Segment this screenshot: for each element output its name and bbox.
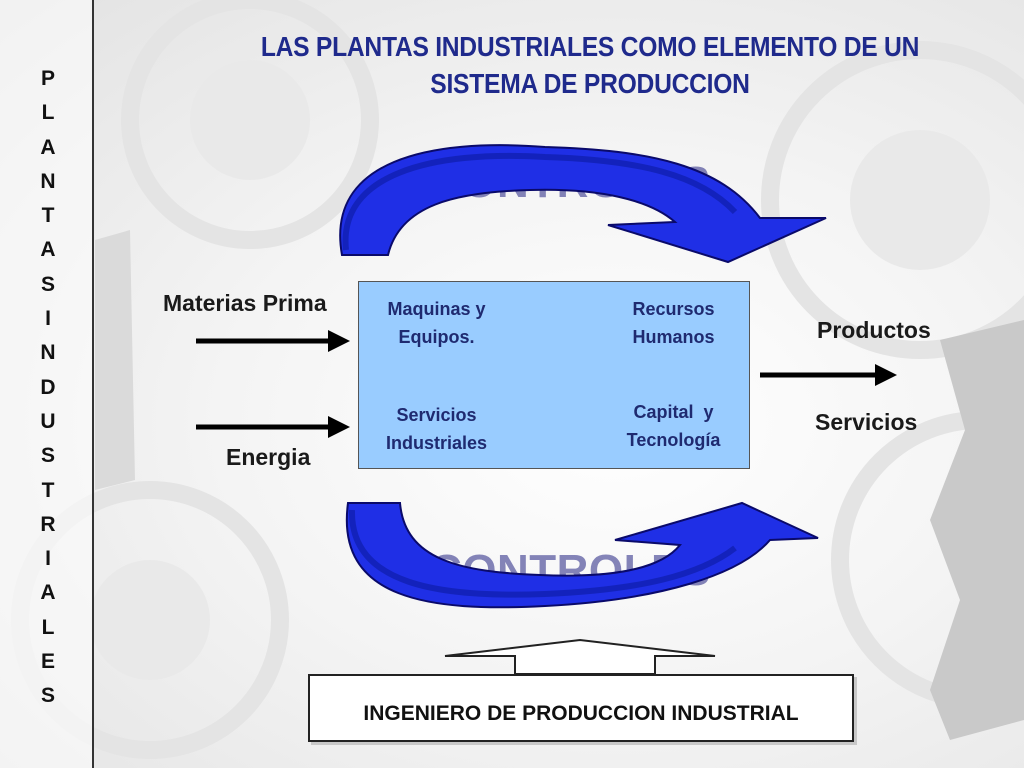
vertical-title-letter: E [40,650,55,674]
top-curved-arrow [339,144,827,264]
maquinas-equipos-cell: Maquinas y Equipos. [359,295,514,351]
vertical-title-letter: A [40,581,56,605]
maquinas-line-1: Maquinas y [387,299,486,319]
servicios-ind-line-2: Industriales [385,433,488,453]
capital-line-1: Capital y [633,402,714,422]
engineer-box: INGENIERO DE PRODUCCION INDUSTRIAL [308,674,854,742]
output-arrow [760,364,897,386]
production-system-box: Maquinas y Equipos. Recursos Humanos Ser… [358,281,750,469]
vertical-title-letter: T [41,478,55,502]
vertical-title-letter: S [40,684,55,708]
productos-label: Productos [817,317,931,343]
recursos-line-1: Recursos [632,299,715,319]
recursos-line-2: Humanos [632,327,715,347]
vertical-title-letter: D [40,375,56,399]
recursos-humanos-cell: Recursos Humanos [591,295,756,351]
maquinas-line-2: Equipos. [398,327,475,347]
vertical-title-letter: P [40,67,55,90]
title-line-2: SISTEMA DE PRODUCCION [430,68,750,99]
vertical-title-letter: S [40,444,55,468]
input-arrow-materias [196,330,350,352]
vertical-title-letter: N [40,341,56,365]
vertical-title-letter: U [40,409,56,433]
title-line-1: LAS PLANTAS INDUSTRIALES COMO ELEMENTO D… [260,31,920,62]
servicios-industriales-cell: Servicios Industriales [359,401,514,457]
left-sidebar [0,0,94,768]
input-arrow-energia [196,416,350,438]
energia-label: Energia [226,444,311,470]
servicios-label: Servicios [815,409,918,435]
vertical-title-letter: L [41,101,55,125]
vertical-title-letter: I [45,547,51,571]
vertical-title-letter: S [40,272,55,296]
vertical-title-letter: A [40,135,56,159]
vertical-title-letter: A [40,238,56,262]
vertical-title-letter: R [40,512,56,536]
engineer-label: INGENIERO DE PRODUCCION INDUSTRIAL [363,702,799,725]
vertical-title-letter: I [45,307,51,331]
engineer-connector-arrow [444,638,716,675]
servicios-ind-line-1: Servicios [396,405,477,425]
bottom-curved-arrow [345,501,819,609]
vertical-title-letter: L [41,615,55,639]
capital-tecnologia-cell: Capital y Tecnología [591,398,756,454]
materias-prima-label: Materias Prima [163,290,327,316]
capital-line-2: Tecnología [626,430,721,450]
vertical-title-letter: N [40,169,56,193]
page-title: LAS PLANTAS INDUSTRIALES COMO ELEMENTO D… [220,28,959,102]
vertical-title-letter: T [41,204,55,228]
